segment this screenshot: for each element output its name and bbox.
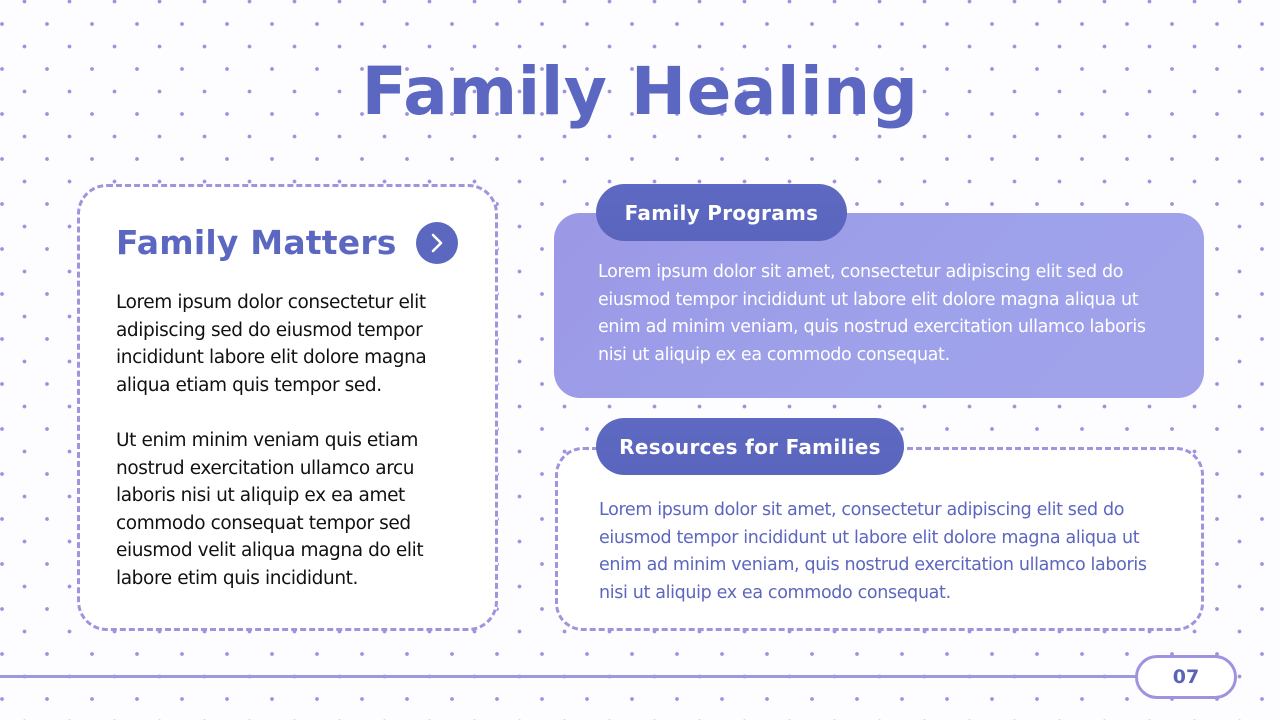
family-programs-label: Family Programs [596,184,847,241]
resources-body: Lorem ipsum dolor sit amet, consectetur … [599,500,1147,603]
resources-card: Lorem ipsum dolor sit amet, consectetur … [555,447,1204,631]
chevron-right-icon [431,233,443,253]
family-programs-body: Lorem ipsum dolor sit amet, consectetur … [598,262,1146,365]
page-number-badge: 07 [1135,655,1237,699]
family-programs-card: Lorem ipsum dolor sit amet, consectetur … [554,213,1204,398]
slide-title: Family Healing [361,53,919,130]
family-matters-paragraph-1: Lorem ipsum dolor consectetur elit adipi… [116,292,427,396]
resources-label: Resources for Families [596,418,904,475]
next-arrow-button[interactable] [416,222,458,264]
family-matters-heading: Family Matters [116,223,397,262]
footer-divider [0,675,1137,678]
family-matters-paragraph-2: Ut enim minim veniam quis etiam nostrud … [116,430,424,589]
family-matters-card: Family Matters Lorem ipsum dolor consect… [77,184,498,631]
